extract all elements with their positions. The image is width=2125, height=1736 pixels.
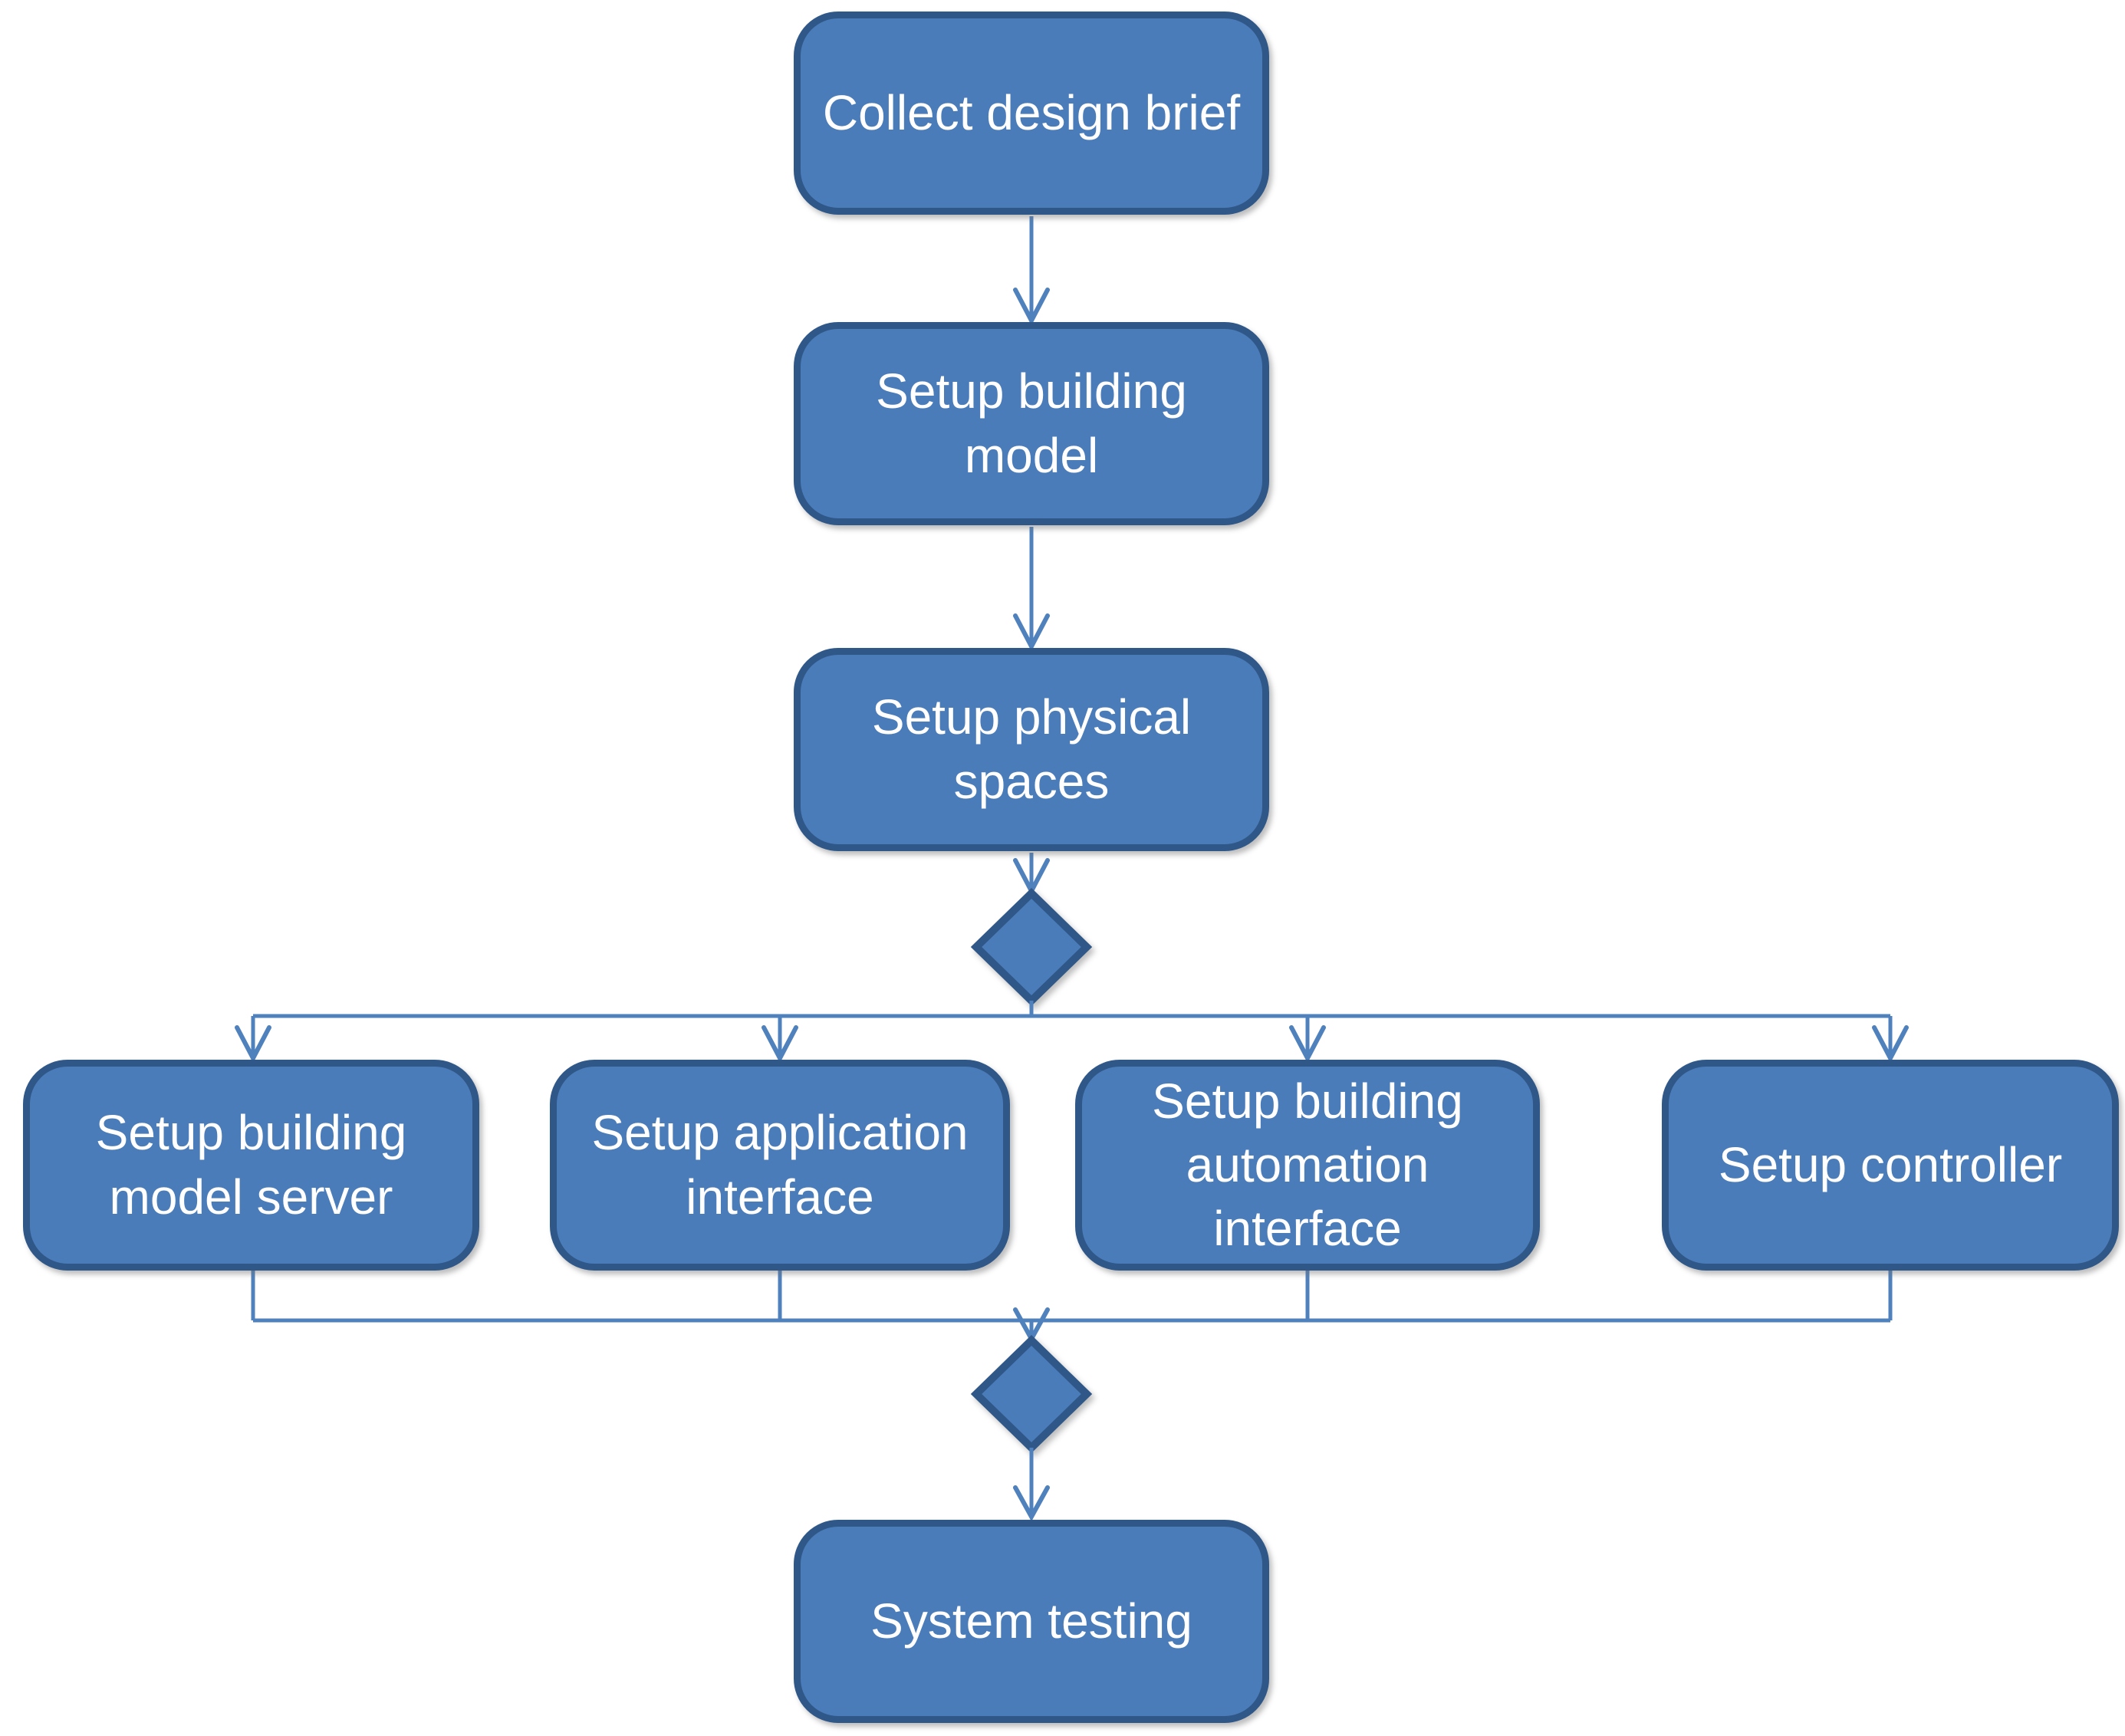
merge-diamond — [970, 1335, 1093, 1453]
arrowhead-merge-to-testing — [1013, 1485, 1050, 1522]
node-label: Setup controller — [1718, 1136, 2063, 1192]
node-collect-design-brief: Collect design brief — [794, 12, 1269, 215]
arrowhead-split-to-model-server — [235, 1025, 271, 1064]
node-label: Collect design brief — [822, 84, 1241, 140]
node-system-testing: System testing — [794, 1520, 1269, 1723]
node-label: System testing — [870, 1593, 1192, 1649]
split-diamond — [970, 888, 1093, 1006]
node-setup-application-interface: Setup application interface — [550, 1060, 1010, 1271]
node-setup-controller: Setup controller — [1662, 1060, 2119, 1271]
arrowhead-model-to-physical — [1013, 613, 1050, 652]
node-setup-building-model: Setup building model — [794, 322, 1269, 525]
node-label: Setup building automation interface — [1152, 1073, 1463, 1257]
arrowhead-collect-to-model — [1013, 288, 1050, 326]
node-setup-building-automation-interface: Setup building automation interface — [1075, 1060, 1540, 1271]
node-label: Setup physical spaces — [871, 689, 1192, 809]
node-label: Setup building model server — [95, 1105, 407, 1225]
node-label: Setup application interface — [591, 1105, 969, 1225]
node-setup-physical-spaces: Setup physical spaces — [794, 648, 1269, 851]
arrowhead-split-to-application — [762, 1025, 798, 1064]
arrowhead-split-to-automation — [1289, 1025, 1326, 1064]
node-label: Setup building model — [876, 363, 1187, 483]
arrowhead-split-to-controller — [1872, 1025, 1909, 1064]
node-setup-building-model-server: Setup building model server — [23, 1060, 479, 1271]
